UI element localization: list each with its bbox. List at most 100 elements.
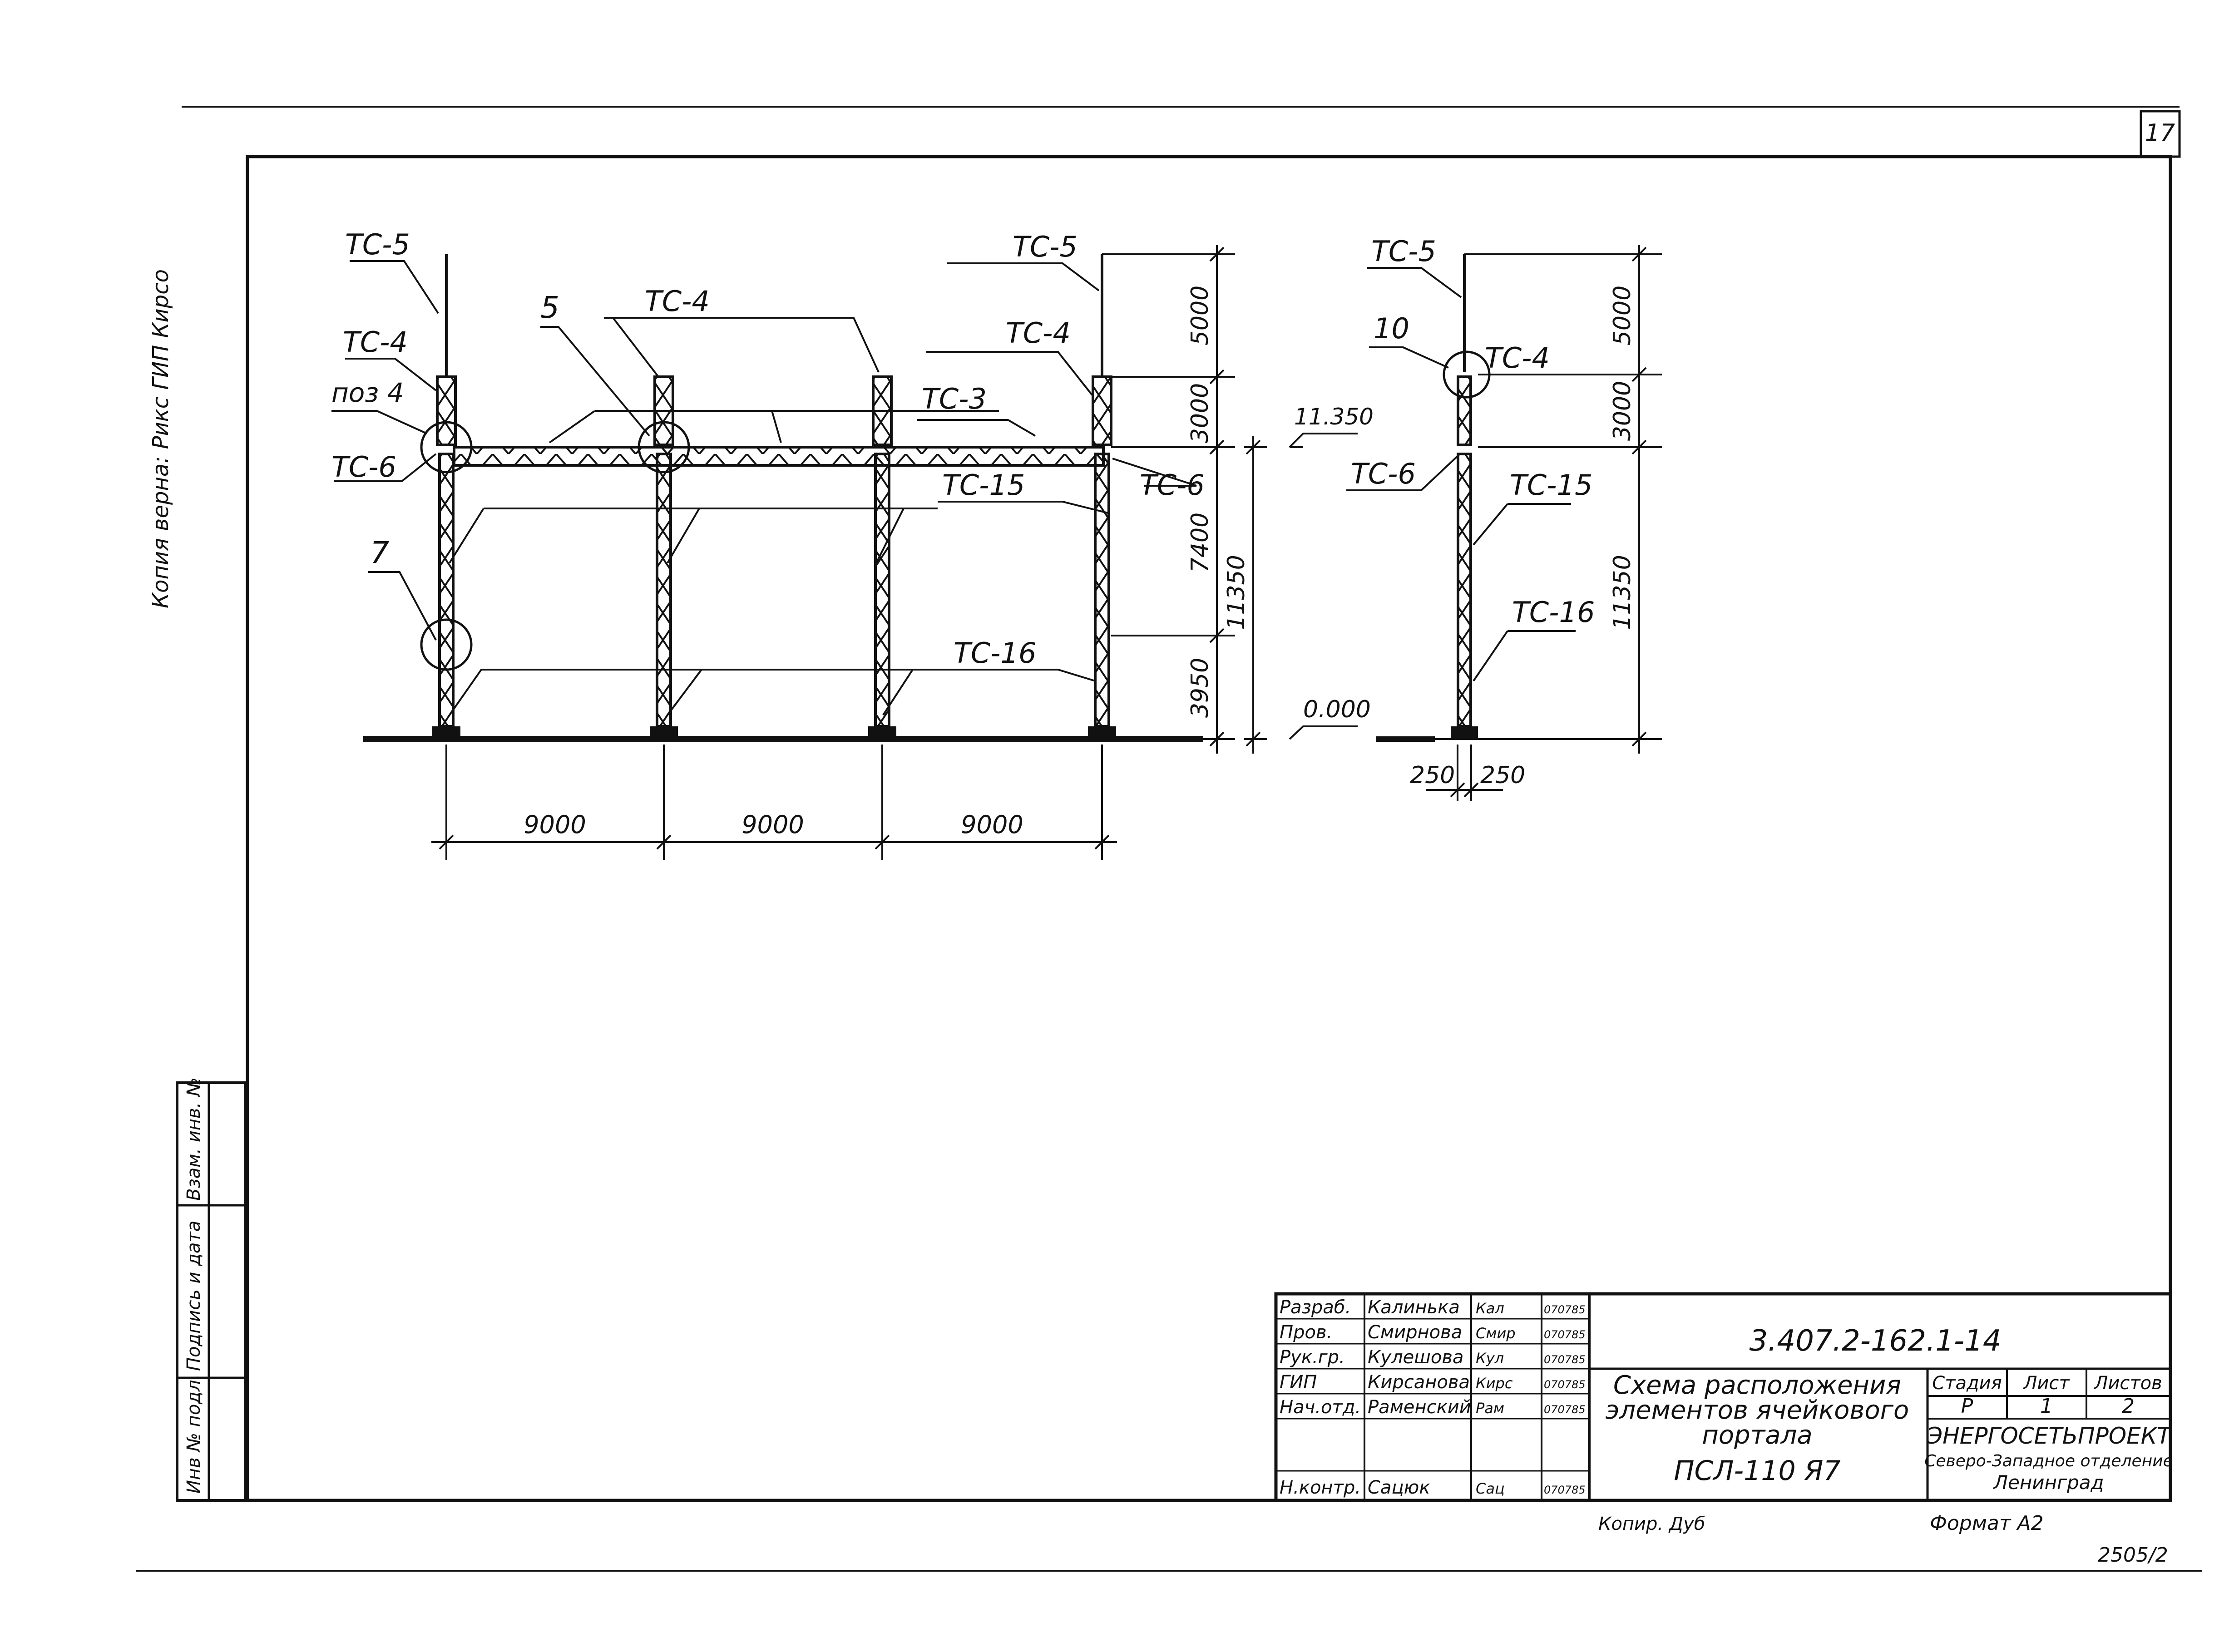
document-code: 3.407.2-162.1-14 [1749,1324,2001,1358]
dim-3950: 3950 [1186,658,1214,718]
row-date: 070785 [1544,1403,1586,1416]
row-sign: Кал [1476,1300,1504,1317]
label-tc6-left: ТС-6 [331,450,396,483]
title-line-1: Схема расположения [1613,1371,1901,1400]
side-dim-250-right: 250 [1480,762,1525,789]
strip-replace-label: Взам. инв. № [183,1077,204,1201]
column-3 [868,375,896,739]
detail-circle-5 [638,421,690,473]
row-role: ГИП [1280,1372,1317,1393]
dim-5000: 5000 [1186,286,1214,345]
sheets-value: 2 [2122,1395,2135,1418]
org-name: ЭНЕРГОСЕТЬПРОЕКТ [1926,1423,2172,1449]
label-tc5-left: ТС-5 [345,228,410,261]
detail-circle-7 [420,618,473,671]
copy-note: Копия верна: Рикс ГИП Кирсо [148,269,173,608]
side-dim-11350: 11350 [1609,555,1636,630]
row-name: Калинька [1368,1297,1460,1318]
span-9000-2: 9000 [741,810,804,839]
strip-inv-label: Инв № подл. [183,1374,204,1494]
span-9000-1: 9000 [524,810,586,839]
drawing-frame [246,155,2172,1502]
row-name: Сацюк [1368,1477,1430,1498]
column-1 [432,254,460,739]
label-7: 7 [370,535,389,570]
row-sign: Рам [1476,1400,1504,1417]
row-sign: Кул [1476,1350,1504,1367]
label-pos4: поз 4 [331,377,404,408]
span-9000-3: 9000 [961,810,1023,839]
row-name: Кирсанова [1368,1372,1470,1393]
label-tc15: ТС-15 [942,468,1025,502]
dim-3000: 3000 [1186,383,1214,443]
org-branch: Северо-Западное отделение [1924,1452,2173,1470]
row-name: Раменский [1368,1397,1471,1418]
archive-code: 2505/2 [2098,1544,2168,1567]
row-date: 070785 [1544,1484,1586,1496]
strip-sign-label: Подпись и дата [183,1221,204,1371]
row-role: Рук.гр. [1280,1347,1345,1368]
stage-value: Р [1961,1395,1973,1418]
side-label-tc4: ТС-4 [1485,341,1550,375]
label-tc4-right: ТС-4 [1006,316,1071,350]
org-city: Ленинград [1992,1471,2104,1494]
level-11350: 11.350 [1294,404,1374,430]
dim-11350: 11350 [1223,555,1250,630]
sheet-number-box [2140,110,2181,158]
front-vertical-dims [1102,245,1358,754]
front-leaders [331,260,1197,716]
signature-table: Разраб. Калинька Кал 070785 Пров. Смирно… [1280,1297,1586,1498]
row-sign: Сац [1476,1480,1505,1497]
detail-circle-pos4 [420,421,473,473]
row-name: Кулешова [1368,1347,1463,1368]
side-view: ТС-5 10 ТС-4 ТС-6 ТС-15 ТС-16 5000 3000 … [1346,235,1662,801]
label-5: 5 [540,290,559,325]
title-line-3: портала [1702,1420,1812,1450]
side-label-tc16: ТС-16 [1512,596,1595,629]
label-tc16: ТС-16 [954,636,1036,670]
row-sign: Кирс [1476,1375,1513,1392]
sheet-number: 17 [2145,119,2175,147]
column-4 [1088,254,1116,739]
level-0000: 0.000 [1303,696,1371,723]
side-label-tc15: ТС-15 [1510,468,1592,502]
front-span-dims [431,745,1117,860]
side-label-tc5: ТС-5 [1371,235,1436,268]
stage-header: Стадия [1932,1373,2002,1394]
left-strip: Инв № подл. Подпись и дата Взам. инв. № [176,1077,247,1502]
column-2 [650,375,678,739]
copied-by: Копир. Дуб [1598,1514,1705,1534]
dim-7400: 7400 [1186,513,1214,572]
side-label-10: 10 [1374,312,1409,345]
row-role: Нач.отд. [1280,1397,1361,1418]
front-view: ТС-5 ТС-4 поз 4 ТС-6 7 5 ТС-4 ТС-3 ТС-5 … [331,228,1374,860]
row-date: 070785 [1544,1303,1586,1316]
row-role: Н.контр. [1280,1477,1361,1498]
row-name: Смирнова [1368,1322,1462,1343]
row-date: 070785 [1544,1328,1586,1341]
sheets-header: Листов [2093,1373,2162,1394]
side-vertical-dims [1426,245,1662,801]
format-note: Формат А2 [1930,1512,2044,1535]
row-sign: Смир [1476,1325,1516,1342]
title-line-4: ПСЛ-110 Я7 [1674,1455,1840,1487]
label-tc3: ТС-3 [922,382,987,415]
label-tc4-top: ТС-4 [645,285,710,318]
row-date: 070785 [1544,1353,1586,1366]
side-dim-5000: 5000 [1609,286,1636,345]
side-label-tc6: ТС-6 [1351,457,1416,490]
row-role: Разраб. [1280,1297,1351,1318]
sheet-header: Лист [2022,1373,2070,1394]
side-dim-250-left: 250 [1410,762,1455,789]
label-tc6-right: ТС-6 [1140,468,1205,502]
side-dim-3000: 3000 [1609,381,1636,441]
title-block: Разраб. Калинька Кал 070785 Пров. Смирно… [1274,1292,2173,1502]
label-tc4-left: ТС-4 [343,325,408,359]
sheet-value: 1 [2040,1395,2053,1418]
beam-tc3 [453,446,1105,467]
row-date: 070785 [1544,1378,1586,1391]
title-line-2: элементов ячейкового [1606,1396,1909,1425]
label-tc5-right: ТС-5 [1013,230,1077,263]
row-role: Пров. [1280,1322,1332,1343]
